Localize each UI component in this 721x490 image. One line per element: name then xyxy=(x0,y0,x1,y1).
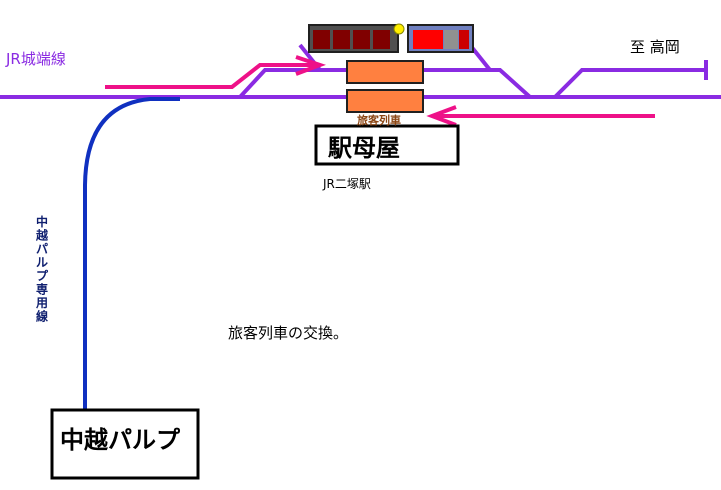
caption-label: 旅客列車の交換。 xyxy=(228,324,348,342)
signal-panel-right-icon xyxy=(407,24,474,53)
station-building-label: 駅母屋 xyxy=(328,134,400,162)
right-spur-track xyxy=(553,60,708,99)
chuetsu-pulp-siding-track xyxy=(83,97,180,410)
train-car-lower xyxy=(346,89,424,113)
to-takaoka-label: 至 高岡 xyxy=(630,38,680,56)
signal-indicator-icon xyxy=(393,23,405,35)
chuetsu-pulp-box xyxy=(50,408,200,480)
chuetsu-pulp-siding-label: 中越パルプ専用線 xyxy=(35,214,49,324)
station-name-label: JR二塚駅 xyxy=(322,177,371,191)
jr-joha-line-label: JR城端線 xyxy=(5,50,66,68)
arrow-inbound-upper xyxy=(105,55,326,89)
signal-panel-left-icon xyxy=(308,24,399,53)
chuetsu-pulp-label: 中越パルプ xyxy=(60,426,181,454)
arrow-outbound-lower xyxy=(426,105,655,127)
passenger-train-label: 旅客列車 xyxy=(357,113,401,127)
station-building-box xyxy=(314,124,460,166)
chuetsu-pulp-siding-text: 中越パルプ専用線 xyxy=(35,214,49,324)
train-car-upper xyxy=(346,60,424,84)
